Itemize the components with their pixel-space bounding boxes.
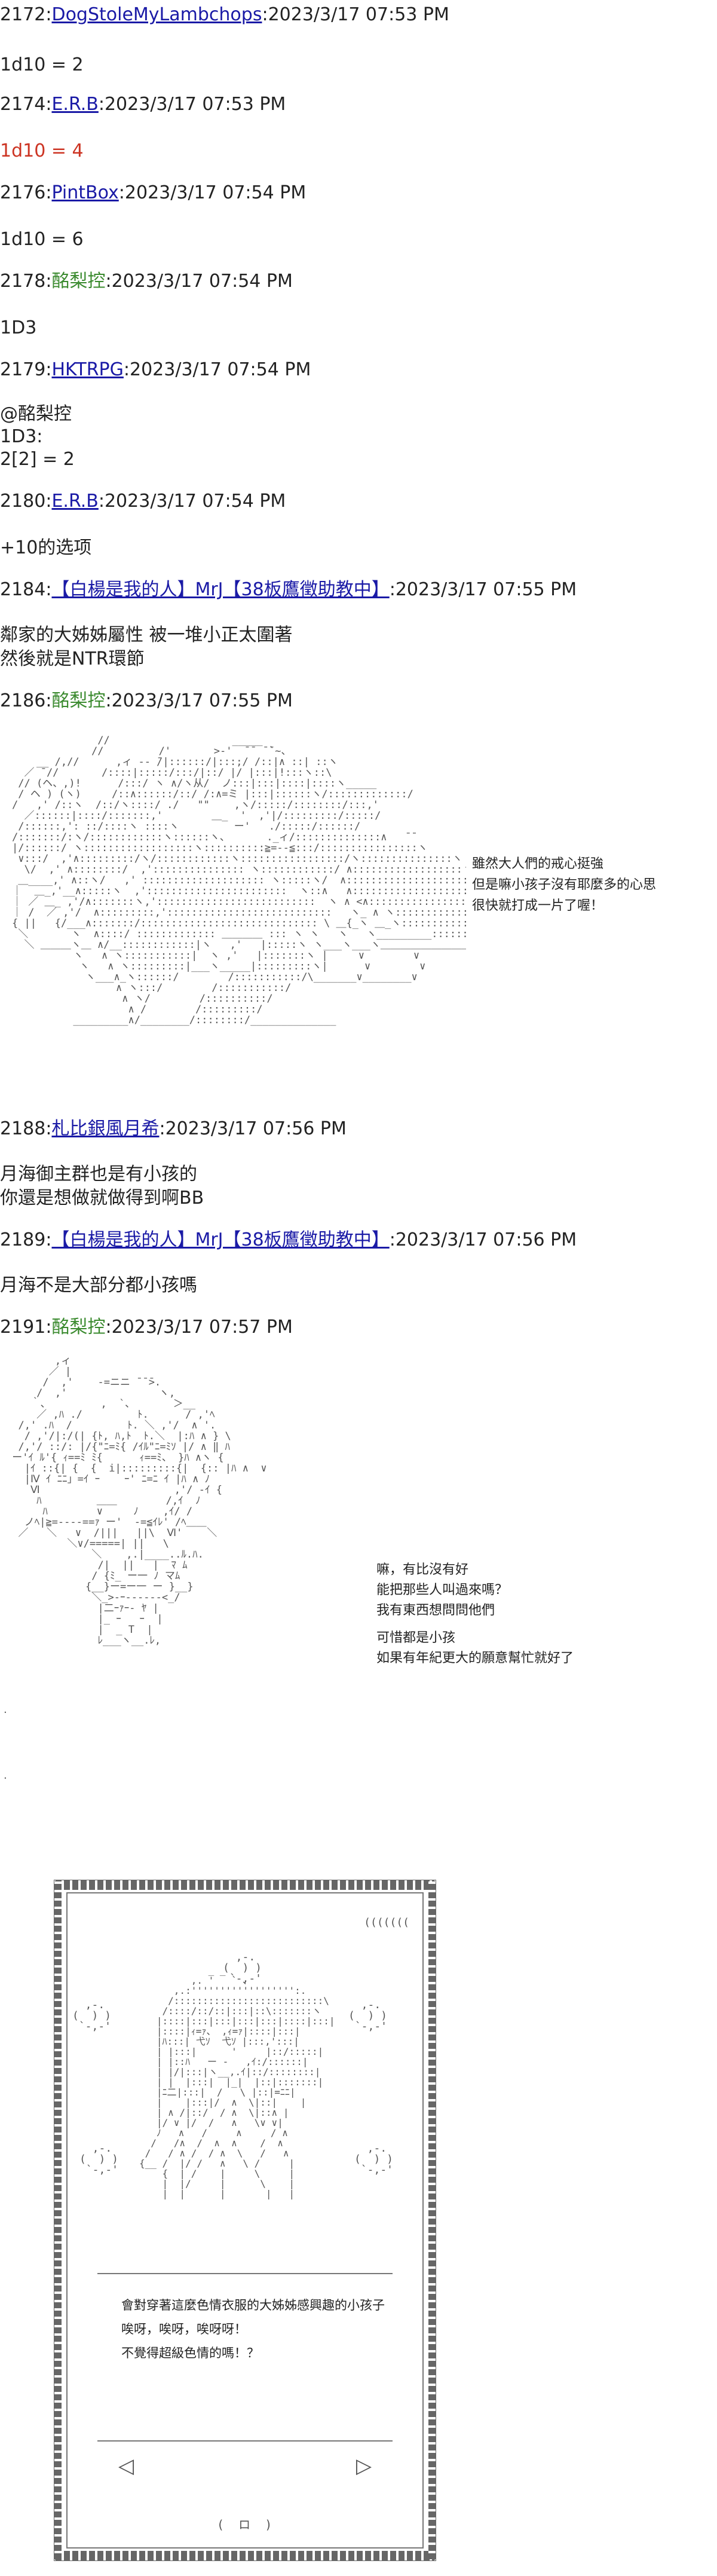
poster-name: 酩梨控 (51, 271, 106, 292)
post-date: :2023/3/17 07:53 PM (98, 94, 286, 115)
art2-dialogue: 嘛，有比沒有好能把那些人叫過來嗎？ 我有東西想問問他們可惜都是小孩如果有年紀更大的… (376, 1560, 574, 1669)
post-header: 2189:【白楊是我的人】MrJ【38板鷹徵助教中】:2023/3/17 07:… (0, 1229, 577, 1251)
framed-panel: ((((((( ,-. ( ) ) `-,-' ,-. ( ) ) `-,-' … (54, 1880, 436, 2561)
post-body: 月海不是大部分都小孩嗎 (0, 1275, 197, 1296)
poster-name-link[interactable]: HKTRPG (51, 359, 124, 380)
frame-text-line: 會對穿著這麼色情衣服的大姊姊感興趣的小孩子 (121, 2298, 385, 2312)
next-button[interactable]: ▷ (356, 2454, 372, 2478)
frame-inner (66, 1892, 424, 2549)
frame-bottom-border (56, 2551, 434, 2560)
ascii-art-sister: _ _ ,. ' ` ､ ,.:'''''''''''''''''':. /::… (139, 1965, 335, 2199)
post-date: :2023/3/17 07:57 PM (105, 1317, 293, 1338)
poster-name-link[interactable]: DogStoleMyLambchops (51, 4, 262, 25)
dialogue-line: 如果有年紀更大的願意幫忙就好了 (376, 1651, 574, 1666)
poster-name-link[interactable]: PintBox (51, 182, 119, 203)
post-date: :2023/3/17 07:54 PM (105, 271, 293, 292)
post-body: +10的选项 (0, 537, 92, 558)
post-date: :2023/3/17 07:54 PM (98, 491, 286, 512)
post-number: 2180: (0, 491, 52, 512)
poster-name-link[interactable]: 【白楊是我的人】MrJ【38板鷹徵助教中】 (51, 579, 390, 600)
home-button[interactable]: ( ロ ) (217, 2517, 272, 2532)
ascii-dot: . (4, 1769, 7, 1782)
post-body-line: 然後就是NTR環節 (0, 648, 145, 669)
post-header: 2184:【白楊是我的人】MrJ【38板鷹徵助教中】:2023/3/17 07:… (0, 579, 577, 601)
dialogue-line: 很快就打成一片了喔！ (472, 898, 604, 914)
post-date: :2023/3/17 07:55 PM (105, 690, 293, 711)
post-body-line: 2[2] = 2 (0, 449, 75, 470)
post-body-line: 你還是想做就做得到啊BB (0, 1188, 204, 1209)
clover-icon: ,-. ( ) ) `-,-' (354, 2142, 394, 2176)
poster-name-link[interactable]: 【白楊是我的人】MrJ【38板鷹徵助教中】 (51, 1229, 390, 1250)
post-number: 2176: (0, 182, 52, 203)
post-header: 2179:HKTRPG:2023/3/17 07:54 PM (0, 359, 311, 381)
dialogue-line: 可惜都是小孩 (376, 1630, 456, 1646)
post-number: 2189: (0, 1229, 52, 1250)
frame-divider (97, 2440, 393, 2442)
post-number: 2186: (0, 690, 52, 711)
post-header: 2176:PintBox:2023/3/17 07:54 PM (0, 182, 307, 204)
post-header: 2186:酩梨控:2023/3/17 07:55 PM (0, 690, 293, 712)
post-number: 2172: (0, 4, 52, 25)
post-number: 2188: (0, 1118, 52, 1139)
post-number: 2174: (0, 94, 52, 115)
frame-right-border (428, 1881, 436, 2559)
frame-text-line: 唉呀，唉呀，唉呀呀！ (121, 2321, 247, 2336)
post-body: 1d10 = 4 (0, 140, 84, 161)
dialogue-line: 但是嘛小孩子沒有耶麼多的心思 (472, 877, 657, 893)
post-header: 2178:酩梨控:2023/3/17 07:54 PM (0, 271, 293, 292)
dialogue-line: 能把那些人叫過來嗎？ (376, 1583, 508, 1598)
clover-icon: ,-. ( ) ) `-,-' (223, 1951, 262, 1985)
frame-top-border (56, 1880, 434, 1890)
frame-left-border (54, 1881, 62, 2559)
clover-icon: ,-. ( ) ) `-,-' (348, 1999, 388, 2033)
post-body-line: 月海御主群也是有小孩的 (0, 1164, 197, 1185)
post-body: 1d10 = 2 (0, 54, 84, 75)
ascii-art-kids-crowd: // _____ // /' >-' ̄ ̄ ̄ ̄`~、 __ /,// ,ィ… (12, 735, 466, 1026)
dialogue-line: 嘛，有比沒有好 (376, 1562, 469, 1577)
frame-text-line: 不覺得超級色情的嗎！？ (121, 2345, 259, 2360)
post-body-line: @酩梨控 (0, 403, 72, 424)
poster-name-link[interactable]: E.R.B (51, 94, 99, 115)
post-date: :2023/3/17 07:53 PM (262, 4, 449, 25)
dialogue-line: 我有東西想問問他們 (376, 1603, 495, 1619)
post-date: :2023/3/17 07:56 PM (159, 1118, 347, 1139)
post-header: 2180:E.R.B:2023/3/17 07:54 PM (0, 491, 286, 512)
ascii-art-girl-thinking: ,ィ ／ | / ,' -=ニニ ̄ ̄ ̄>. / ,' ヽ, ｀､ , `､… (12, 1356, 267, 1647)
post-header: 2174:E.R.B:2023/3/17 07:53 PM (0, 94, 286, 115)
poster-name-link[interactable]: 札比銀風月希 (51, 1118, 160, 1139)
post-date: :2023/3/17 07:55 PM (389, 579, 577, 600)
post-body: 1D3 (0, 317, 37, 338)
art1-dialogue: 雖然大人們的戒心挺強但是嘛小孩子沒有耶麼多的心思很快就打成一片了喔！ (472, 853, 656, 917)
post-number: 2184: (0, 579, 52, 600)
clover-icon: ,-. ( ) ) `-,-' (79, 2142, 119, 2176)
frame-counter: ((((((( (364, 1916, 409, 1929)
ascii-dot: . (4, 1703, 7, 1716)
prev-button[interactable]: ◁ (118, 2454, 134, 2478)
post-date: :2023/3/17 07:54 PM (123, 359, 311, 380)
clover-icon: ,-. ( ) ) `-,-' (72, 1999, 112, 2033)
poster-name-link[interactable]: E.R.B (51, 491, 99, 512)
post-header: 2172:DogStoleMyLambchops:2023/3/17 07:53… (0, 4, 449, 26)
post-body-line: 鄰家的大姊姊屬性 被一堆小正太圍著 (0, 625, 293, 645)
post-body: 1d10 = 6 (0, 229, 84, 250)
post-number: 2191: (0, 1317, 52, 1338)
poster-name: 酩梨控 (51, 690, 106, 711)
post-date: :2023/3/17 07:56 PM (389, 1229, 577, 1250)
post-date: :2023/3/17 07:54 PM (118, 182, 307, 203)
poster-name: 酩梨控 (51, 1317, 106, 1338)
post-body-line: 1D3: (0, 426, 43, 447)
post-header: 2188:札比銀風月希:2023/3/17 07:56 PM (0, 1118, 347, 1140)
post-number: 2179: (0, 359, 52, 380)
dialogue-line: 雖然大人們的戒心挺強 (472, 856, 604, 871)
post-number: 2178: (0, 271, 52, 292)
frame-divider (97, 2273, 393, 2274)
post-header: 2191:酩梨控:2023/3/17 07:57 PM (0, 1317, 293, 1338)
frame-text: 會對穿著這麼色情衣服的大姊姊感興趣的小孩子唉呀，唉呀，唉呀呀！ 不覺得超級色情的嗎… (121, 2294, 385, 2366)
